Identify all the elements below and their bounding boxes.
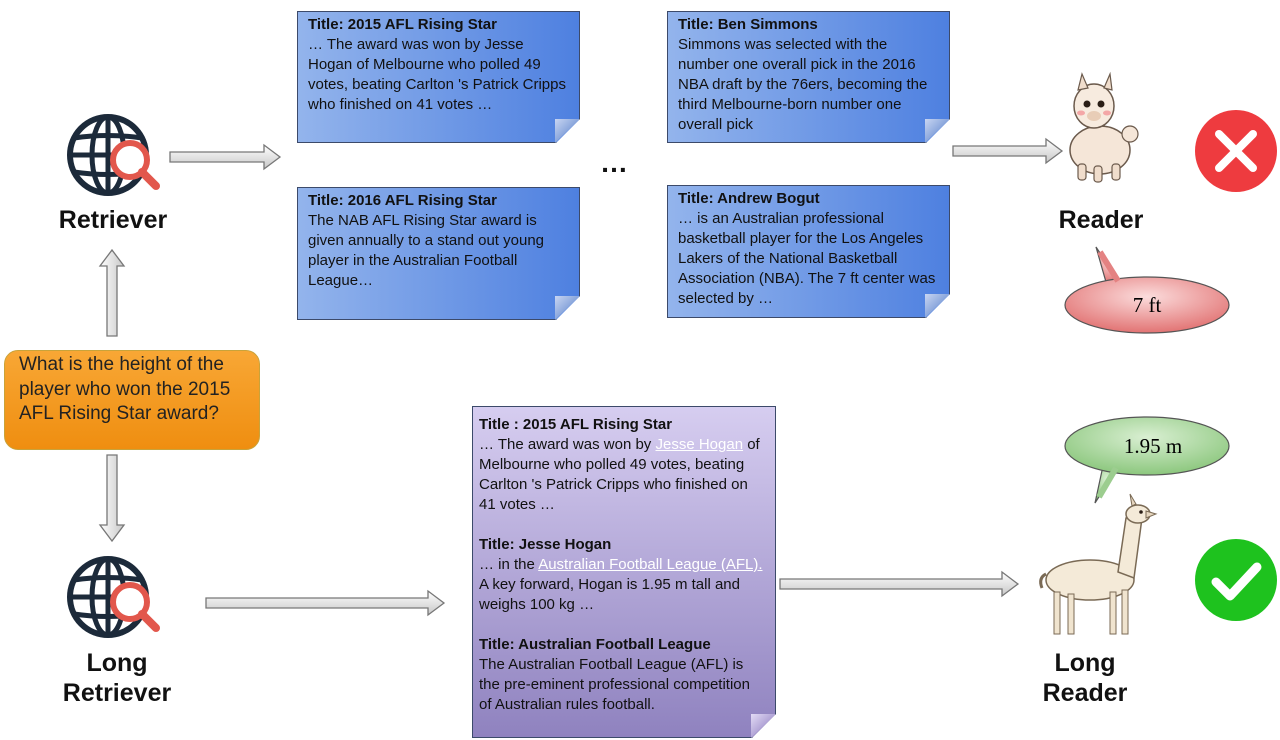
doc-body: … is an Australian professional basketba… [678,210,936,307]
long-retriever-label-line2: Retriever [62,679,172,707]
globe-search-icon [67,114,160,196]
long-doc-section-body: The Australian Football League (AFL) is … [479,656,750,713]
long-reader-label-line2: Reader [1042,679,1128,707]
long-doc-section-body: … in the Australian Football League (AFL… [479,556,763,613]
arrow-question-to-long-retriever [98,454,126,543]
doc-title: Title: Andrew Bogut [678,190,820,207]
more-documents-ellipsis: … [600,147,629,178]
check-icon [1195,539,1277,621]
long-retriever-label-line1: Long [86,649,148,677]
doc-title: Title: 2015 AFL Rising Star [308,16,497,33]
question-text: What is the height of the player who won… [19,354,231,424]
alpaca-icon [1069,71,1139,183]
cross-icon [1195,110,1277,192]
question-box: What is the height of the player who won… [4,350,260,450]
retriever-label: Retriever [58,206,168,234]
afl-link[interactable]: Australian Football League (AFL). [538,556,763,573]
doc-title: Title: 2016 AFL Rising Star [308,192,497,209]
doc-body: Simmons was selected with the number one… [678,36,928,133]
retrieved-doc: Title: 2016 AFL Rising Star The NAB AFL … [297,187,580,320]
long-reader-answer-bubble: 1.95 m [1064,416,1230,504]
long-reader-answer: 1.95 m [1124,434,1182,458]
arrow-retriever-to-docs [169,143,282,171]
llama-icon [1039,493,1158,635]
long-reader-label-line1: Long [1054,649,1116,677]
long-doc-section-title: Title: Australian Football League [479,636,711,653]
globe-search-icon [67,556,160,638]
long-doc-section-title: Title : 2015 AFL Rising Star [479,416,673,433]
reader-answer: 7 ft [1133,293,1162,317]
arrow-docs-to-reader [952,137,1064,165]
arrow-long-retriever-to-long-doc [205,589,446,617]
long-doc-section-title: Title: Jesse Hogan [479,536,612,553]
arrow-question-to-retriever [98,248,126,337]
doc-body: The NAB AFL Rising Star award is given a… [308,212,545,289]
reader-answer-bubble: 7 ft [1064,246,1230,334]
long-doc-section-body: … The award was won by Jesse Hogan of Me… [479,436,760,513]
long-retrieved-doc: Title : 2015 AFL Rising Star … The award… [472,406,776,738]
doc-body: … The award was won by Jesse Hogan of Me… [308,36,566,113]
jesse-hogan-link[interactable]: Jesse Hogan [655,436,744,453]
retrieved-doc: Title: 2015 AFL Rising Star … The award … [297,11,580,143]
retrieved-doc: Title: Ben Simmons Simmons was selected … [667,11,950,143]
reader-label: Reader [1058,206,1144,234]
arrow-long-doc-to-long-reader [779,570,1020,598]
retrieved-doc: Title: Andrew Bogut … is an Australian p… [667,185,950,318]
doc-title: Title: Ben Simmons [678,16,818,33]
